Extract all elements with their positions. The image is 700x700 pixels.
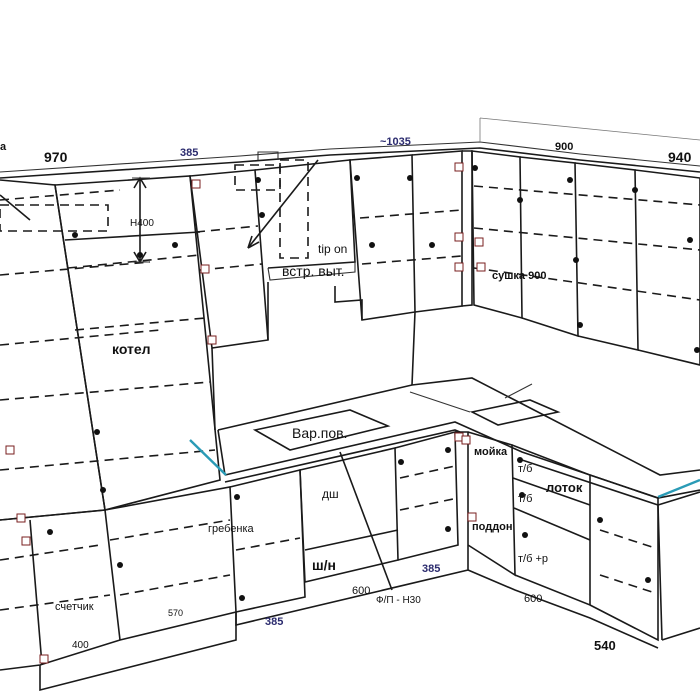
label-tb-1: т/б xyxy=(518,463,532,475)
lower-shelf-lines-left xyxy=(0,519,231,611)
hood-dashed-box xyxy=(234,164,281,191)
sink-cutout-lines xyxy=(409,383,533,413)
edge-highlight-right xyxy=(657,478,700,499)
h400-ticks xyxy=(132,177,150,263)
upper-shelf-lines-left xyxy=(0,189,161,346)
drawer-inner xyxy=(589,474,659,642)
label-fp: Ф/П - Н30 xyxy=(376,595,421,606)
label-shn: ш/н xyxy=(312,557,336,573)
lower-mid-cab xyxy=(394,430,459,561)
label-dw: дш xyxy=(322,487,339,501)
wall-line-right xyxy=(479,117,700,142)
upper-cab-4 xyxy=(471,150,523,320)
hood-zone xyxy=(254,159,356,269)
lower-corner xyxy=(455,431,516,577)
lower-comb-cab xyxy=(229,468,306,613)
lower-shelf-lines-mid xyxy=(235,465,459,551)
label-boiler: котел xyxy=(112,341,151,357)
fp-leader xyxy=(339,451,393,591)
upper-cab-1 xyxy=(189,169,269,349)
label-pallet: поддон xyxy=(472,521,513,533)
label-hood: встр. выт. xyxy=(282,263,345,279)
handle-dots xyxy=(47,165,700,601)
upper-top-edge xyxy=(0,147,700,179)
dw-panel-split xyxy=(304,529,399,551)
label-comb: гребенка xyxy=(208,523,255,535)
dim-400: 400 xyxy=(72,640,89,651)
label-tray: лоток xyxy=(546,480,583,495)
label-tb-2: т/б xyxy=(518,493,532,505)
dim-385-bot: 385 xyxy=(265,616,283,628)
label-hob: Вар.пов. xyxy=(292,425,348,441)
upper-cab-3 xyxy=(411,150,463,313)
label-dryer: сушка 900 xyxy=(492,270,546,282)
dim-900: 900 xyxy=(555,141,573,153)
dim-385-top: 385 xyxy=(180,147,198,159)
plinth-left xyxy=(39,612,237,692)
dim-540: 540 xyxy=(594,638,616,653)
label-sink: мойка xyxy=(474,446,508,458)
dim-570: 570 xyxy=(168,608,183,618)
vent-diagonal xyxy=(0,194,31,221)
vent-dashed-box xyxy=(0,204,109,232)
left-tall-door-split xyxy=(64,231,201,241)
label-meter: счетчик xyxy=(55,601,94,613)
edge-highlight-left xyxy=(189,439,227,476)
lower-shelf-lines-right xyxy=(599,529,656,594)
sink-outline xyxy=(469,399,561,426)
upper-shelf-lines-tall xyxy=(0,254,216,471)
upper-corner xyxy=(461,150,473,307)
drawer-splits xyxy=(512,477,591,541)
countertop-left-edge xyxy=(217,429,226,476)
plinth-mid xyxy=(235,545,469,627)
plinth-right xyxy=(467,569,659,649)
dim-940: 940 xyxy=(668,149,692,165)
upper-cab-7 xyxy=(634,169,700,366)
lower-left-door-split xyxy=(29,509,121,666)
back-wall-niche xyxy=(211,282,416,431)
upper-cab-5 xyxy=(519,156,579,338)
hinge-markers xyxy=(5,162,486,664)
dim-1035: ~1035 xyxy=(380,136,411,148)
label-a: a xyxy=(0,141,7,153)
dim-600-a: 600 xyxy=(352,585,370,597)
dim-970: 970 xyxy=(44,149,68,165)
duct-dashed-box xyxy=(279,159,309,259)
hood-box xyxy=(267,262,356,281)
upper-shelf-lines-right xyxy=(473,185,700,301)
label-h400: H400 xyxy=(130,218,154,229)
tip-on-arrowhead xyxy=(247,235,260,249)
upper-top-edge-back xyxy=(0,141,700,173)
label-tip-on: tip on xyxy=(318,242,347,256)
label-tb-3: т/б +р xyxy=(518,553,548,565)
countertop-front xyxy=(224,421,700,499)
dim-600-b: 600 xyxy=(524,593,542,605)
upper-cab-6 xyxy=(574,162,639,352)
countertop-back xyxy=(217,377,700,476)
hob-outline xyxy=(252,409,391,451)
upper-cab-2 xyxy=(349,154,416,321)
upper-shelf-lines-mid xyxy=(195,209,463,271)
dim-385-mid: 385 xyxy=(422,563,440,575)
tip-on-arrow xyxy=(247,159,319,249)
duct-top-mark xyxy=(257,151,279,160)
right-end-panel xyxy=(657,491,700,641)
